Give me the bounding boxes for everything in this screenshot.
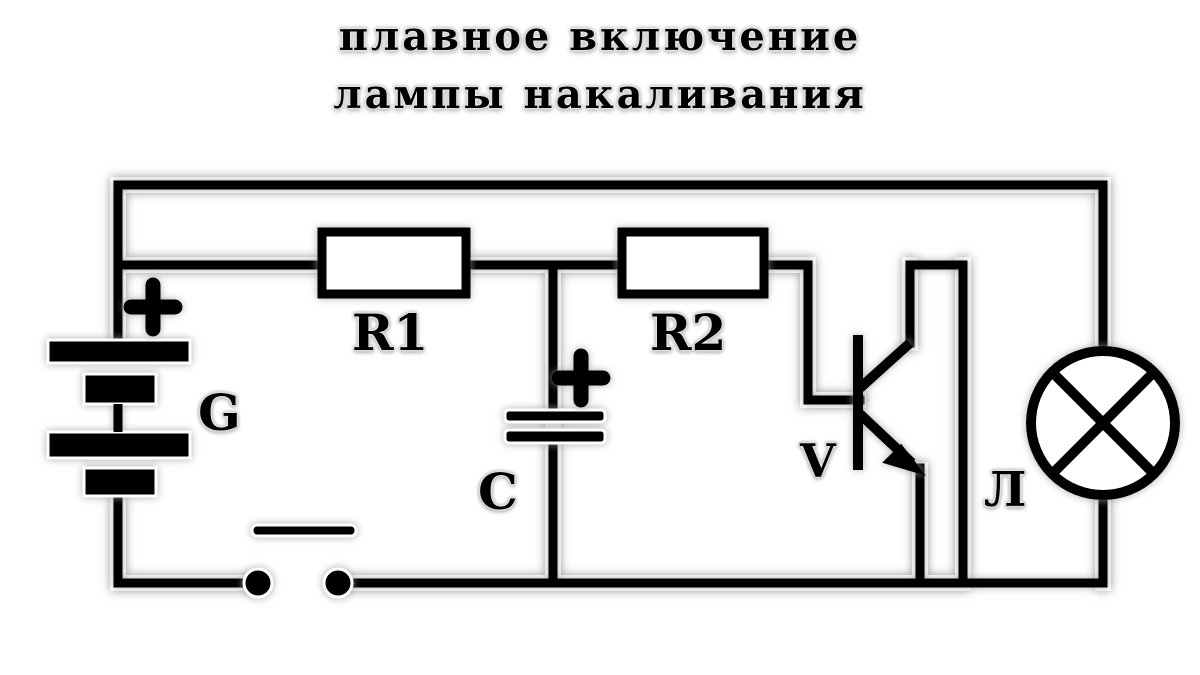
resistor-r2-body [617,227,769,299]
battery-g [46,338,192,498]
capacitor-c [503,408,607,445]
wire-glow-layer [110,177,1111,591]
battery-plate-long-2 [46,430,192,460]
battery-plate-short-2 [82,466,158,498]
capacitor-plus-icon [551,348,611,408]
switch[interactable] [242,523,358,599]
wire-battery-negative [113,480,263,588]
lamp-l [1026,346,1180,500]
resistor-r1 [317,227,471,299]
wire-lamp-bottom [958,490,1108,588]
battery-plate-long-1 [46,338,192,365]
capacitor-plate-top [503,408,607,424]
resistor-r1-body [317,227,471,299]
wire-layer [113,180,1108,588]
switch-terminal-left [242,567,274,599]
transistor-v [853,335,927,476]
transistor-emitter-arrow-icon [882,443,927,476]
resistor-r2 [617,227,769,299]
switch-terminal-right [322,567,354,599]
transistor-collector-lead [856,339,914,392]
wire-r2-to-base [758,260,865,405]
lamp-cross-icon [1048,368,1158,478]
switch-blade[interactable] [250,523,358,538]
capacitor-plate-bottom [503,428,607,445]
wire-collector-up [905,260,968,348]
battery-plate-short-1 [82,372,158,406]
battery-plus-icon [123,277,183,337]
